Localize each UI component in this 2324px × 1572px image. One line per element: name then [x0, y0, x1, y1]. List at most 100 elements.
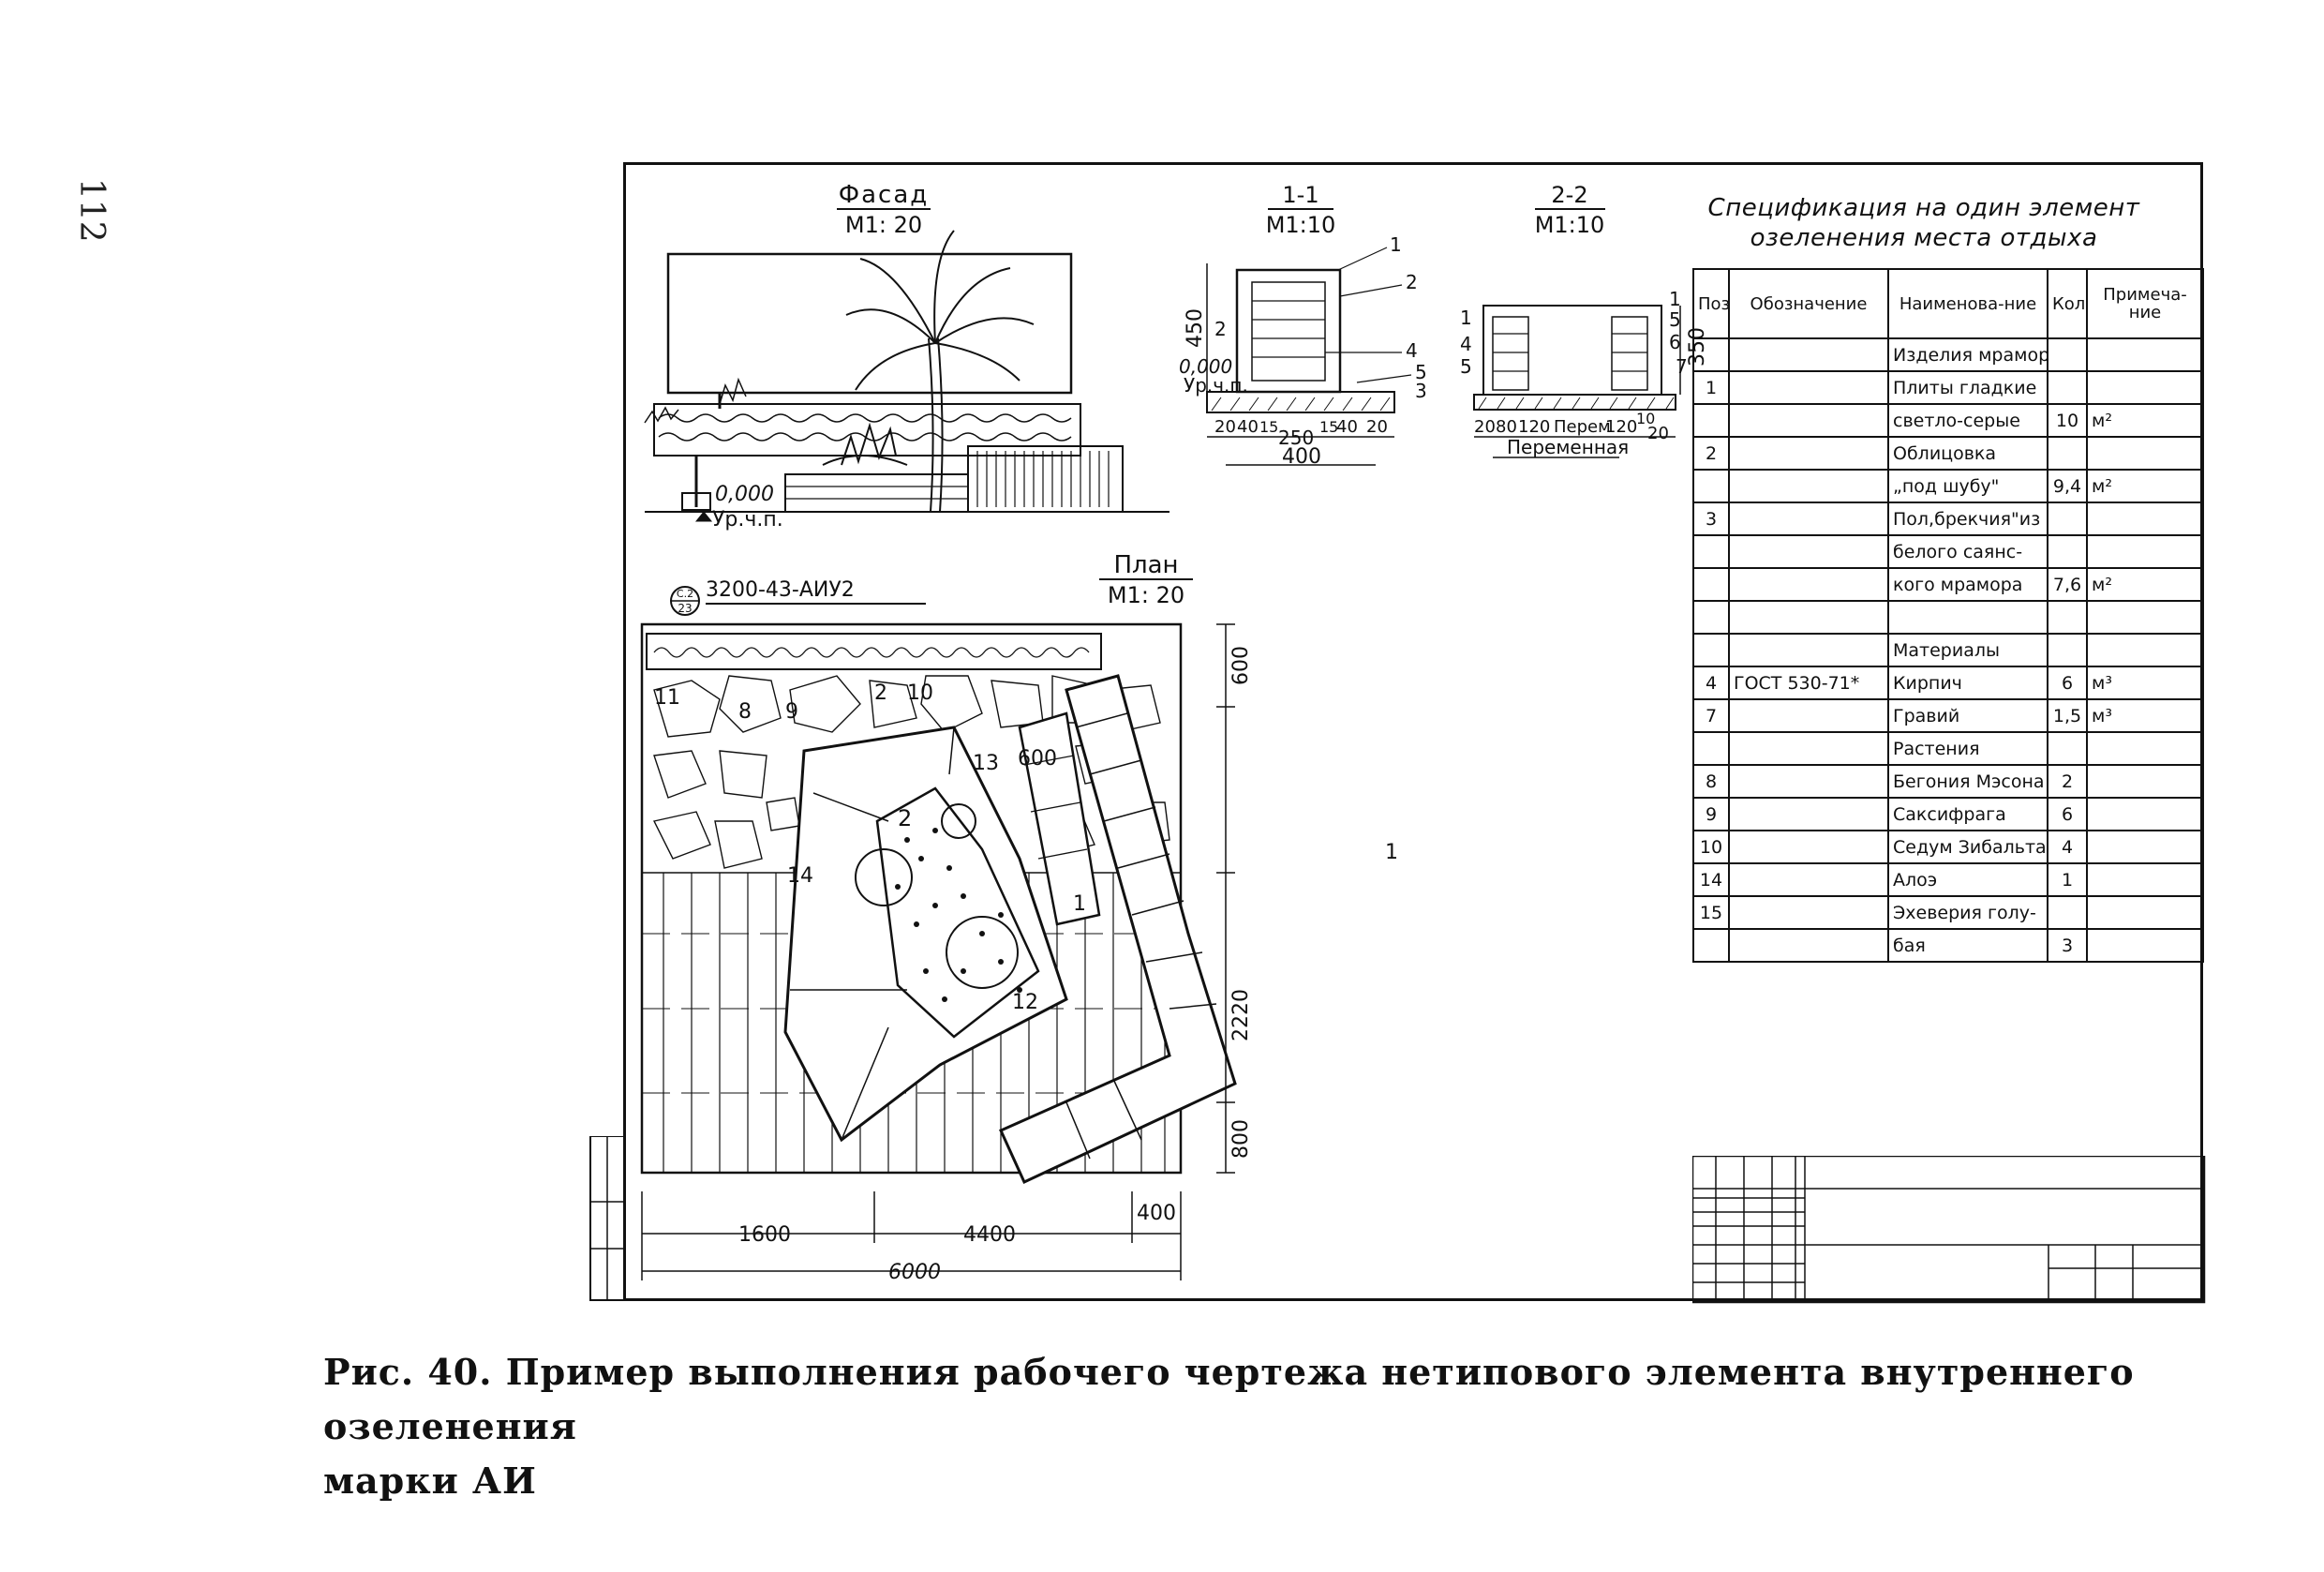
spec-cell-qty: 6: [2047, 797, 2088, 831]
spec-cell-pos: [1692, 469, 1730, 503]
section-1-callout-2b: 2: [1214, 318, 1227, 340]
section-1-level-label: Ур.ч.п.: [1184, 374, 1248, 397]
section-2-dim-b: 80: [1496, 417, 1517, 437]
spec-cell-note: [2086, 633, 2204, 667]
plan-ref-top: С.2: [677, 588, 693, 600]
left-stamp: [589, 1136, 625, 1301]
spec-body: Изделия мраморные1Плиты гладкиесветло-се…: [1692, 337, 2204, 963]
spec-cell-code: [1728, 534, 1889, 569]
section-1-dim-total: 400: [1282, 445, 1321, 469]
spec-cell-qty: [2047, 370, 2088, 405]
section-1-callout-2: 2: [1406, 271, 1418, 293]
spec-cell-qty: [2047, 600, 2088, 635]
spec-cell-note: [2086, 502, 2204, 536]
plan-ref-bottom: 23: [678, 602, 692, 615]
spec-cell-pos: 4: [1692, 666, 1730, 700]
spec-cell-name: Седум Зибальта: [1887, 830, 2048, 864]
plan-plant-14: [855, 848, 913, 906]
spec-cell-name: Материалы: [1887, 633, 2048, 667]
facade-scale: М1: 20: [845, 212, 922, 238]
aloe-plant-icon: [841, 422, 897, 466]
spec-cell-name: Пол,брекчия"из: [1887, 502, 2048, 536]
section-2-dim-f: 10: [1636, 410, 1655, 427]
spec-row: белого саянс-: [1692, 534, 2204, 569]
spec-cell-qty: 4: [2047, 830, 2088, 864]
spec-cell-qty: [2047, 534, 2088, 569]
spec-cell-note: [2086, 928, 2204, 963]
spec-cell-pos: 8: [1692, 764, 1730, 799]
spec-cell-pos: 15: [1692, 895, 1730, 930]
plan-label-1b: 1: [1385, 841, 1398, 864]
spec-header-pos: Поз: [1692, 268, 1730, 339]
spec-cell-name: Кирпич: [1887, 666, 2048, 700]
title-block: [1692, 1156, 2206, 1304]
spec-cell-code: [1728, 436, 1889, 471]
spec-cell-pos: [1692, 928, 1730, 963]
spec-cell-pos: [1692, 731, 1730, 766]
spec-cell-qty: 1,5: [2047, 698, 2088, 733]
spec-cell-note: [2086, 534, 2204, 569]
drawing-canvas: Фасад М1: 20: [640, 181, 1709, 1284]
spec-cell-pos: 7: [1692, 698, 1730, 733]
section-2-callout-7: 7: [1676, 355, 1688, 378]
spec-cell-code: [1728, 469, 1889, 503]
section-1-1: 1-1 М1:10 450 0,000 Ур.ч.п. 1 2 2 4 5 3 …: [1179, 182, 1427, 469]
facade-level-label: Ур.ч.п.: [712, 508, 783, 531]
plan-label-2: 2: [874, 681, 887, 705]
spec-cell-note: [2086, 600, 2204, 635]
spec-cell-note: м³: [2086, 698, 2204, 733]
section-2-callout-5: 5: [1460, 355, 1472, 378]
section-2-callout-5b: 5: [1669, 308, 1681, 331]
spec-cell-note: [2086, 895, 2204, 930]
section-2-callout-1: 1: [1460, 307, 1472, 329]
spec-cell-pos: [1692, 567, 1730, 602]
facade-panel: [666, 252, 1073, 395]
spec-cell-pos: 3: [1692, 502, 1730, 536]
spec-cell-code: [1728, 698, 1889, 733]
spec-cell-code: [1728, 764, 1889, 799]
spec-cell-pos: 1: [1692, 370, 1730, 405]
spec-cell-pos: 14: [1692, 862, 1730, 897]
section-2-callout-1b: 1: [1669, 288, 1681, 310]
spec-cell-name: „под шубу": [1887, 469, 2048, 503]
spec-cell-note: [2086, 797, 2204, 831]
plan-dim-6000: 6000: [888, 1261, 941, 1284]
facade-title: Фасад: [839, 181, 930, 209]
spec-cell-name: Облицовка: [1887, 436, 2048, 471]
spec-cell-code: [1728, 600, 1889, 635]
section-2-title: 2-2: [1551, 182, 1587, 208]
section-1-dim-f: 40: [1336, 417, 1358, 437]
spec-cell-qty: 3: [2047, 928, 2088, 963]
spec-cell-code: [1728, 403, 1889, 438]
section-2-2: 2-2 М1:10 350 1 4 5 1 5 6 7 20 80 120 Пе…: [1460, 182, 1709, 458]
spec-cell-name: Изделия мраморные: [1887, 337, 2048, 372]
spec-title-line1: Спецификация на один элемент: [1707, 194, 2140, 222]
spec-cell-note: [2086, 830, 2204, 864]
spec-cell-qty: [2047, 633, 2088, 667]
spec-cell-note: м²: [2086, 469, 2204, 503]
section-1-callout-3: 3: [1415, 380, 1427, 402]
spec-cell-qty: 1: [2047, 862, 2088, 897]
section-2-var-label: Переменная: [1507, 436, 1629, 458]
plan-boundary: [640, 622, 1183, 1175]
spec-title-line2: озеленения места отдыха: [1750, 224, 2098, 252]
facade-view: Фасад М1: 20: [644, 181, 1169, 531]
section-1-dim-a: 20: [1214, 417, 1236, 437]
spec-cell-pos: [1692, 600, 1730, 635]
spec-cell-code: [1728, 567, 1889, 602]
plan-label-14: 14: [787, 864, 813, 888]
spec-cell-name: светло-серые: [1887, 403, 2048, 438]
spec-row: 3 Пол,брекчия"из: [1692, 502, 2204, 536]
spec-header-code: Обозначение: [1728, 268, 1889, 339]
facade-level: 0,000: [715, 483, 774, 506]
section-2-scale: М1:10: [1535, 212, 1605, 238]
spec-cell-name: Растения: [1887, 731, 2048, 766]
plan-plant-13: [941, 803, 976, 839]
spec-header-row: Поз Обозначение Наименова-ние Кол. Приме…: [1692, 268, 2204, 339]
spec-cell-qty: [2047, 731, 2088, 766]
